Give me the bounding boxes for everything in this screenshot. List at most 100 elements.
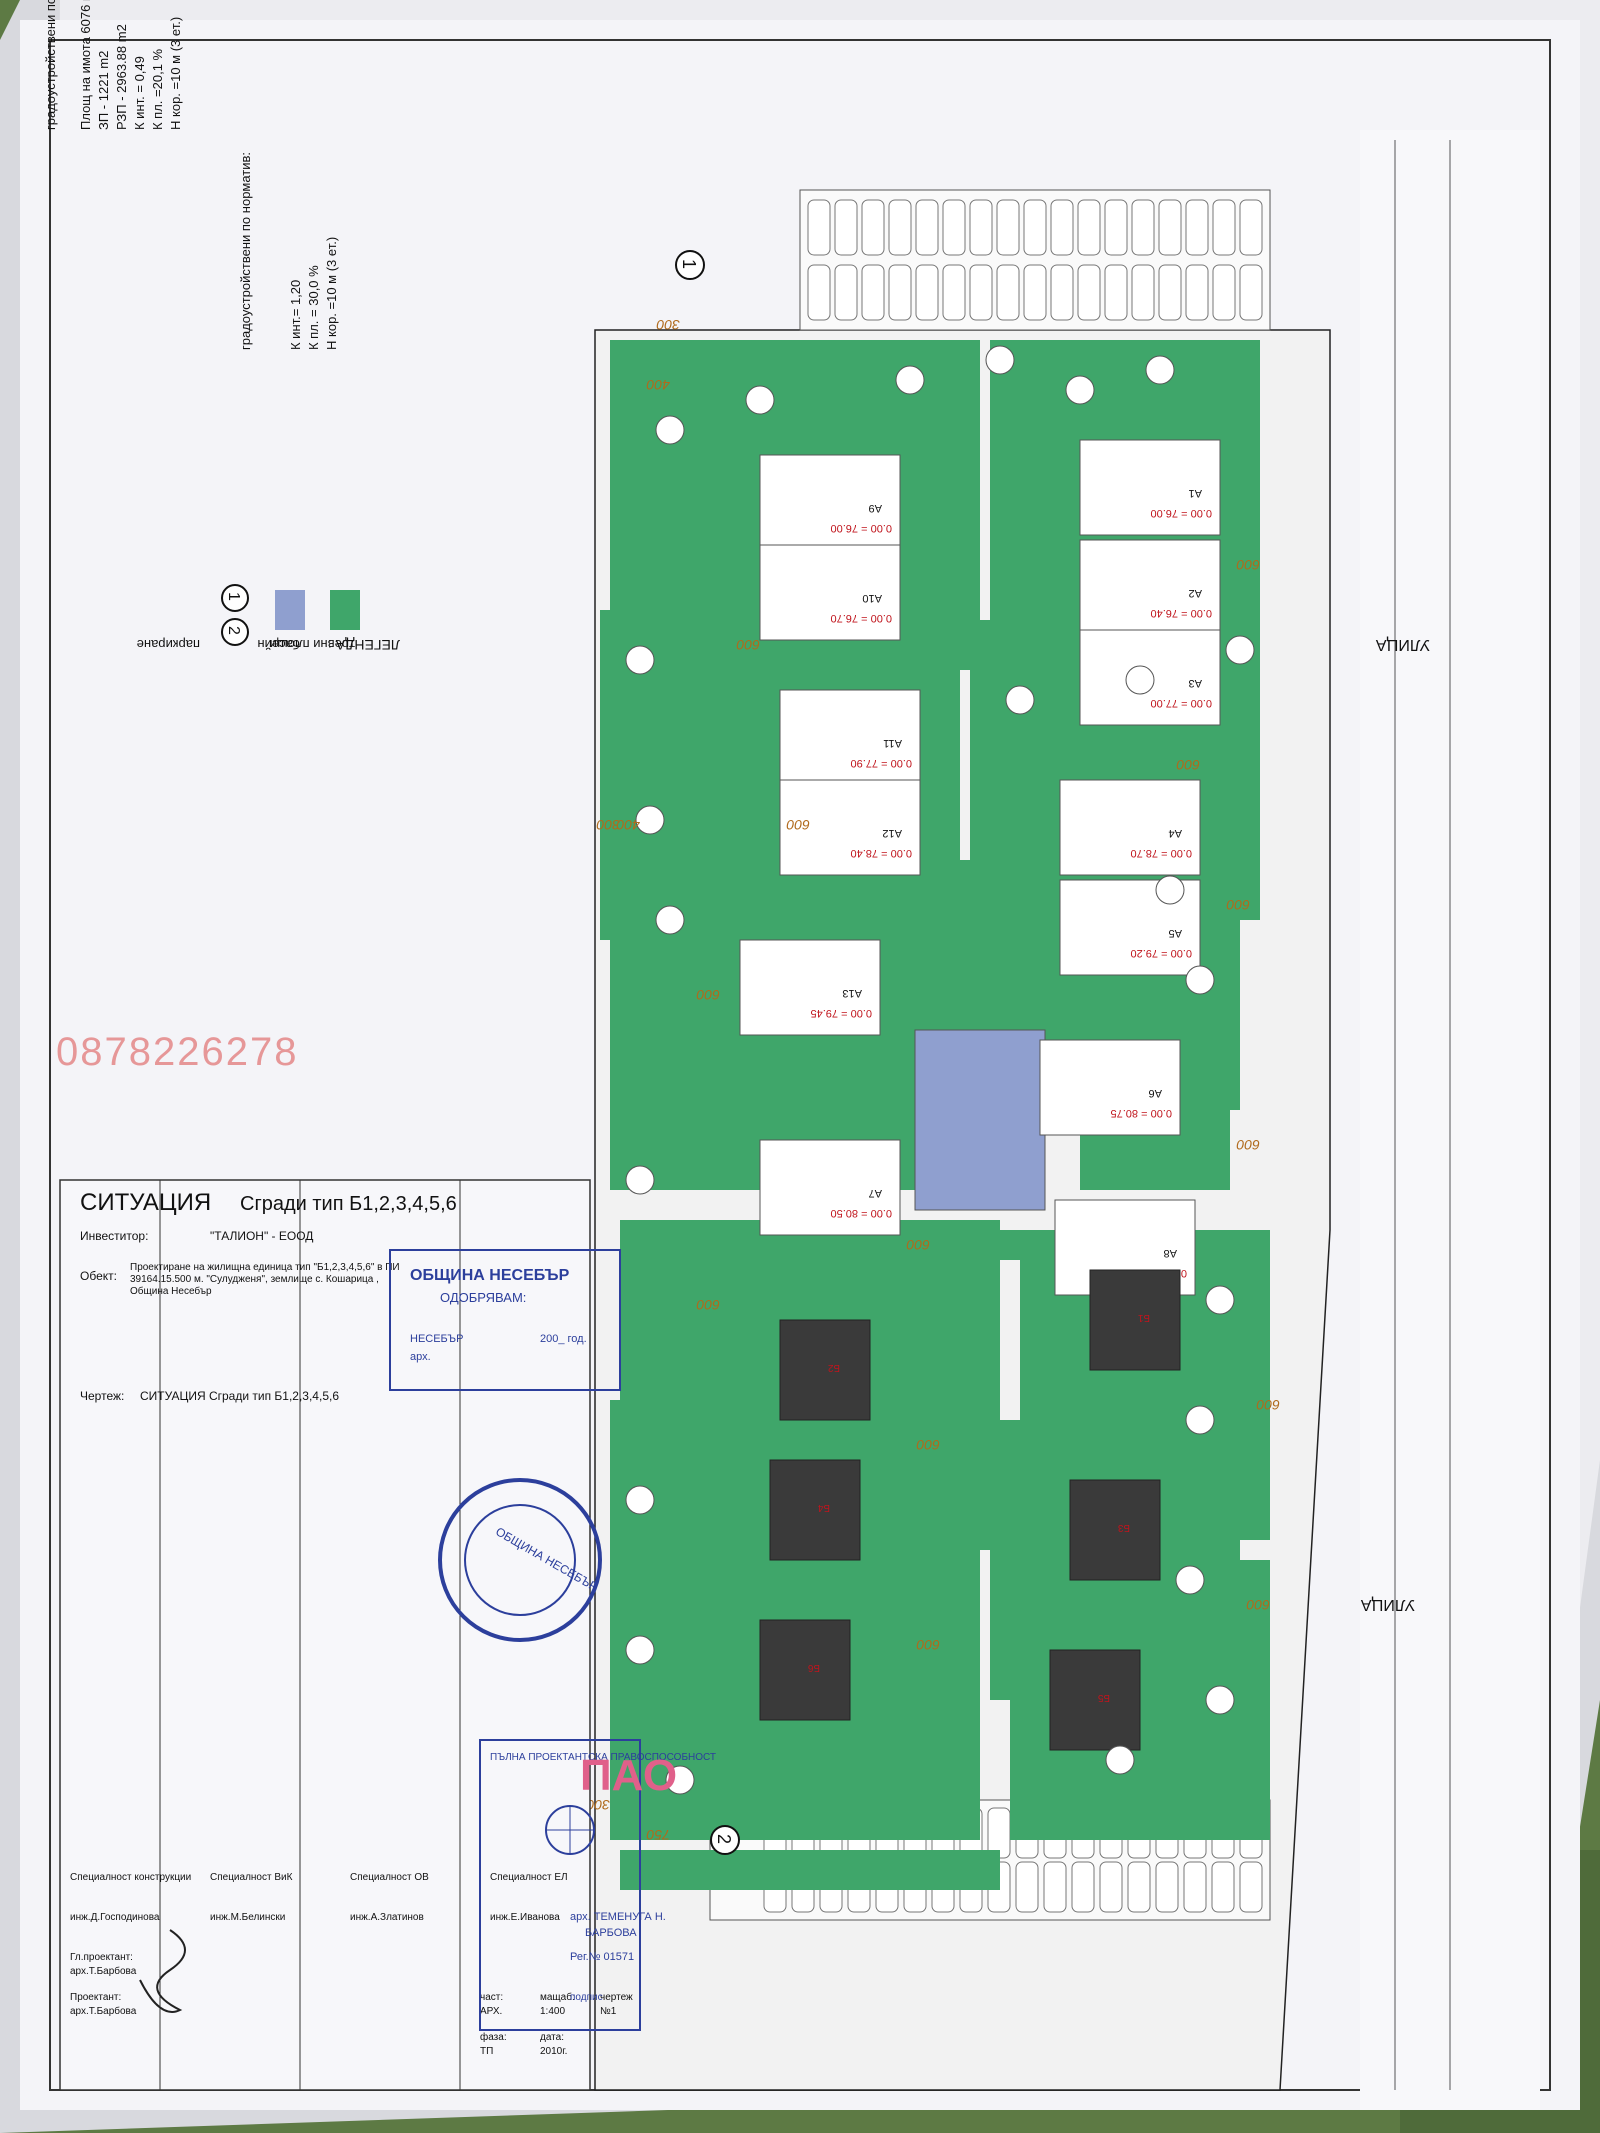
- phone-watermark: 0878226278: [56, 1030, 299, 1074]
- tree-icon: [1185, 965, 1215, 995]
- parking-stall: [1077, 264, 1101, 321]
- dimension-label: 600: [1176, 757, 1200, 773]
- parking-stall: [1212, 264, 1236, 321]
- dimension-label: 400: [616, 817, 640, 833]
- legend-title: ЛЕГЕНДА :: [328, 637, 400, 653]
- legend-parking-number-2: 2: [225, 626, 242, 635]
- tree-icon: [1065, 375, 1095, 405]
- trees: [625, 345, 1255, 1795]
- tree-icon: [635, 805, 665, 835]
- tree-icon: [1005, 685, 1035, 715]
- parking-stall: [807, 264, 831, 321]
- tree-icon: [1155, 875, 1185, 905]
- building-a1: [1079, 439, 1221, 536]
- parking-stall: [1104, 264, 1128, 321]
- street-label-1: УЛИЦА: [1376, 636, 1430, 653]
- parking-stall: [834, 199, 858, 256]
- tree-icon: [655, 905, 685, 935]
- dimension-label: 600: [1236, 1137, 1260, 1153]
- b-unit-label: Б1: [1137, 1312, 1150, 1323]
- legend-parking-number-1: 1: [225, 592, 242, 601]
- specialist-role: Специалност конструкции: [70, 1872, 191, 1883]
- unit-level: 0.00 = 76.40: [1151, 607, 1212, 619]
- sheet-number-label: чертеж: [600, 1992, 633, 2003]
- parking-stall: [834, 264, 858, 321]
- building-b6: [759, 1619, 851, 1721]
- unit-label: A1: [1189, 487, 1202, 499]
- tree-icon: [1185, 1405, 1215, 1435]
- parking-stall: [942, 199, 966, 256]
- designer-stamp-bottom: подпис: [570, 1992, 603, 2003]
- parking-stall: [1239, 1861, 1263, 1913]
- designer-logo: ПАО: [580, 1751, 677, 1800]
- approval-line-1: ОБЩИНА НЕСЕБЪР: [410, 1267, 570, 1284]
- unit-label: A8: [1164, 1247, 1177, 1259]
- dimension-label: 600: [916, 1637, 940, 1653]
- parking-marker-1-label: 1: [679, 259, 699, 269]
- indicators-block: градоустройствени показатели постигнати …: [43, 0, 183, 130]
- dimension-label: 400: [646, 377, 670, 393]
- designer-stamp-reg: Рег.№ 01571: [570, 1951, 634, 1963]
- legend-parking-icon-1: [221, 584, 249, 612]
- parking-stall: [996, 264, 1020, 321]
- designer-stamp: ПЪЛНА ПРОЕКТАНТСКА ПРАВОСПОСОБНОСТ арх. …: [479, 1739, 716, 2031]
- unit-level: 0.00 = 77.90: [851, 757, 912, 769]
- unit-label: A2: [1189, 587, 1202, 599]
- unit-level: 0.00 = 77.00: [1151, 697, 1212, 709]
- tree-icon: [655, 415, 685, 445]
- specialist-name: инж.А.Златинов: [350, 1912, 424, 1923]
- dimension-label: 600: [1226, 897, 1250, 913]
- building-a10: [759, 544, 901, 641]
- unit-label: A12: [882, 827, 902, 839]
- building-a5: [1059, 879, 1201, 976]
- dimension-label: 600: [1256, 1397, 1280, 1413]
- unit-label: A13: [842, 987, 862, 999]
- building-a13: [739, 939, 881, 1036]
- tree-icon: [665, 1765, 695, 1795]
- unit-label: A10: [862, 592, 882, 604]
- building-a6: [1039, 1039, 1181, 1136]
- chief-designer-name: арх.Т.Барбова: [70, 1965, 137, 1977]
- tree-icon: [1145, 355, 1175, 385]
- parking-stall: [1023, 199, 1047, 256]
- approval-line-2: ОДОБРЯВАМ:: [440, 1290, 526, 1305]
- parking-stall: [1212, 199, 1236, 256]
- unit-level: 0.00 = 76.00: [1151, 507, 1212, 519]
- legend-item-pool: басейн: [257, 637, 300, 652]
- approval-arch-label: арх.: [410, 1351, 431, 1363]
- b-unit-label: Б6: [807, 1662, 820, 1673]
- parking-stall: [1050, 264, 1074, 321]
- norm-block: градоустройствени по норматив: К инт.= 1…: [238, 152, 339, 350]
- unit-label: A9: [869, 502, 882, 514]
- parking-stall: [1185, 264, 1209, 321]
- legend: ЛЕГЕНДА : тревни площи басейн 1 2 паркир…: [137, 584, 400, 653]
- dimension-label: 300: [586, 1797, 610, 1813]
- unit-level: 0.00 = 79.45: [811, 1007, 872, 1019]
- tree-icon: [1205, 1285, 1235, 1315]
- building-b3: [1069, 1479, 1161, 1581]
- dimension-label: 600: [786, 817, 810, 833]
- unit-label: A3: [1189, 677, 1202, 689]
- signature: [139, 1929, 186, 2013]
- tree-icon: [895, 365, 925, 395]
- object-label: Обект:: [80, 1269, 117, 1283]
- parking-stall: [1211, 1861, 1235, 1913]
- parking-stall: [915, 199, 939, 256]
- specialist-role: Специалност ОВ: [350, 1872, 429, 1883]
- tree-icon: [625, 645, 655, 675]
- date-label: дата:: [540, 2032, 564, 2043]
- part-value: АРХ.: [480, 2006, 502, 2017]
- drawing-label: Чертеж:: [80, 1389, 124, 1403]
- parking-stall: [1183, 1861, 1207, 1913]
- date-value: 2010г.: [540, 2046, 567, 2057]
- b-unit-label: Б5: [1097, 1692, 1110, 1703]
- parking-stall: [969, 199, 993, 256]
- specialist-role: Специалност ВиК: [210, 1872, 293, 1883]
- unit-label: A7: [869, 1187, 882, 1199]
- parking-stall: [1158, 199, 1182, 256]
- designer-stamp-name-2: БАРБОВА: [585, 1927, 637, 1939]
- tree-icon: [745, 385, 775, 415]
- unit-label: A4: [1169, 827, 1182, 839]
